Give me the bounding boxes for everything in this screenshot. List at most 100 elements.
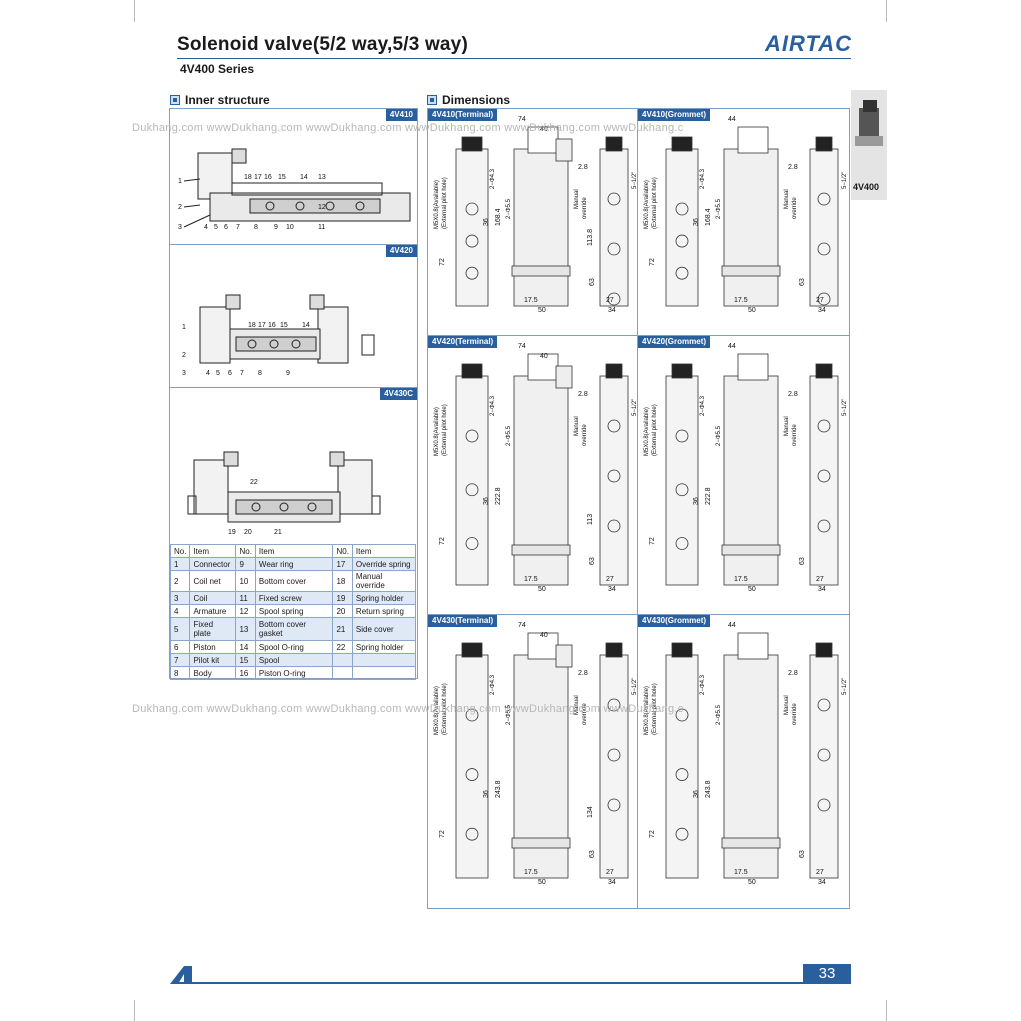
port-circle [817,698,831,712]
svg-text:4: 4 [206,370,210,377]
trim-line-right [886,0,887,22]
series-label: 4V400 Series [180,62,255,76]
dimension-label: 63 [799,850,806,858]
dimension-label: 5−1/2" [842,172,848,189]
dimension-label: 27 [606,576,614,583]
svg-text:15: 15 [280,322,288,329]
svg-text:12: 12 [318,204,326,211]
port-circle [607,469,621,483]
port-circle [675,429,689,443]
dimension-label: 2.8 [788,391,798,398]
trim-line-right-bottom [886,1000,887,1021]
svg-text:17: 17 [258,322,266,329]
dimension-label: 36 [693,790,700,798]
port-circle [607,519,621,533]
port-circle [817,748,831,762]
dimension-label: 5−1/2" [632,678,638,695]
dimension-label: 34 [608,586,616,593]
drawing-outline [555,644,573,668]
page-title: Solenoid valve(5/2 way,5/3 way) [177,34,468,55]
dimension-label: 50 [748,586,756,593]
port-circle [817,242,831,256]
port-circle [675,234,689,248]
dimension-label: 113 [587,514,594,525]
port-circle [607,798,621,812]
port-circle [675,202,689,216]
svg-text:19: 19 [228,529,236,536]
dimension-label: 63 [799,557,806,565]
dimension-label: 2−Φ5.5 [716,425,722,446]
dimension-label: Manual [784,695,790,715]
dimension-label: override [582,703,588,725]
dimension-label: Manual [574,695,580,715]
drawing-outline [511,265,571,277]
bullet-square-icon [427,95,437,105]
dimension-label: 72 [439,537,446,545]
table-header: Item [351,544,417,558]
dimension-tag: 4V430(Grommet) [638,615,711,627]
port-circle [675,768,689,781]
dimension-label: 5−1/2" [632,399,638,416]
dimension-panel: 4V430(Terminal)M5X0.8(Available)(Externa… [427,614,639,909]
dimension-label: 36 [483,790,490,798]
dimension-label: 27 [816,869,824,876]
dimension-label: 2.8 [578,164,588,171]
dimension-label: 36 [483,218,490,226]
dimension-label: 243.8 [705,780,712,798]
drawing-outline [605,136,623,152]
svg-text:3: 3 [182,370,186,377]
port-circle [465,429,479,443]
dimension-label: 2−Φ5.5 [506,425,512,446]
dimension-label: 2−Φ4.3 [700,395,706,416]
watermark: Dukhang.com wwwDukhang.com wwwDukhang.co… [132,122,684,134]
port-circle [817,292,831,306]
port-circle [817,192,831,206]
drawing-outline [527,353,559,381]
dimension-label: 2−Φ5.5 [506,198,512,219]
drawing-outline [671,136,693,152]
svg-text:6: 6 [224,224,228,231]
dimension-drawing: M5X0.8(Available)(External pilot hole)2−… [434,622,638,886]
port-circle [465,537,479,550]
drawing-outline [809,148,839,307]
svg-text:14: 14 [302,322,310,329]
drawing-outline [511,837,571,849]
drawing-outline [737,353,769,381]
drawing-outline [809,654,839,879]
dimension-label: 34 [608,879,616,886]
drawing-outline [721,265,781,277]
dimension-label: 44 [728,116,736,123]
svg-text:1: 1 [182,324,186,331]
dimension-label: 63 [589,557,596,565]
dimension-label: 63 [799,278,806,286]
dimension-label: 36 [693,497,700,505]
drawing-outline [511,544,571,556]
drawing-outline [455,148,489,307]
dimension-label: 50 [538,879,546,886]
dimension-label: 72 [649,537,656,545]
dimension-label: 72 [649,258,656,266]
dimensions-label: Dimensions [442,93,511,107]
table-header: Item [189,544,237,558]
port-circle [817,469,831,483]
svg-text:18: 18 [244,174,252,181]
drawing-outline [815,363,833,379]
drawing-outline [455,654,489,879]
dimension-tag: 4V420(Terminal) [428,336,498,348]
dimension-label: 34 [818,586,826,593]
dimension-label: 50 [538,586,546,593]
svg-text:5: 5 [214,224,218,231]
port-circle [607,192,621,206]
dimension-label: 40 [540,126,548,133]
dimension-label: 50 [538,307,546,314]
dimension-label: 17.5 [524,576,538,583]
dimension-label: 168.4 [495,208,502,226]
dimension-drawing: M5X0.8(Available)(External pilot hole)2−… [644,622,848,886]
svg-text:10: 10 [286,224,294,231]
